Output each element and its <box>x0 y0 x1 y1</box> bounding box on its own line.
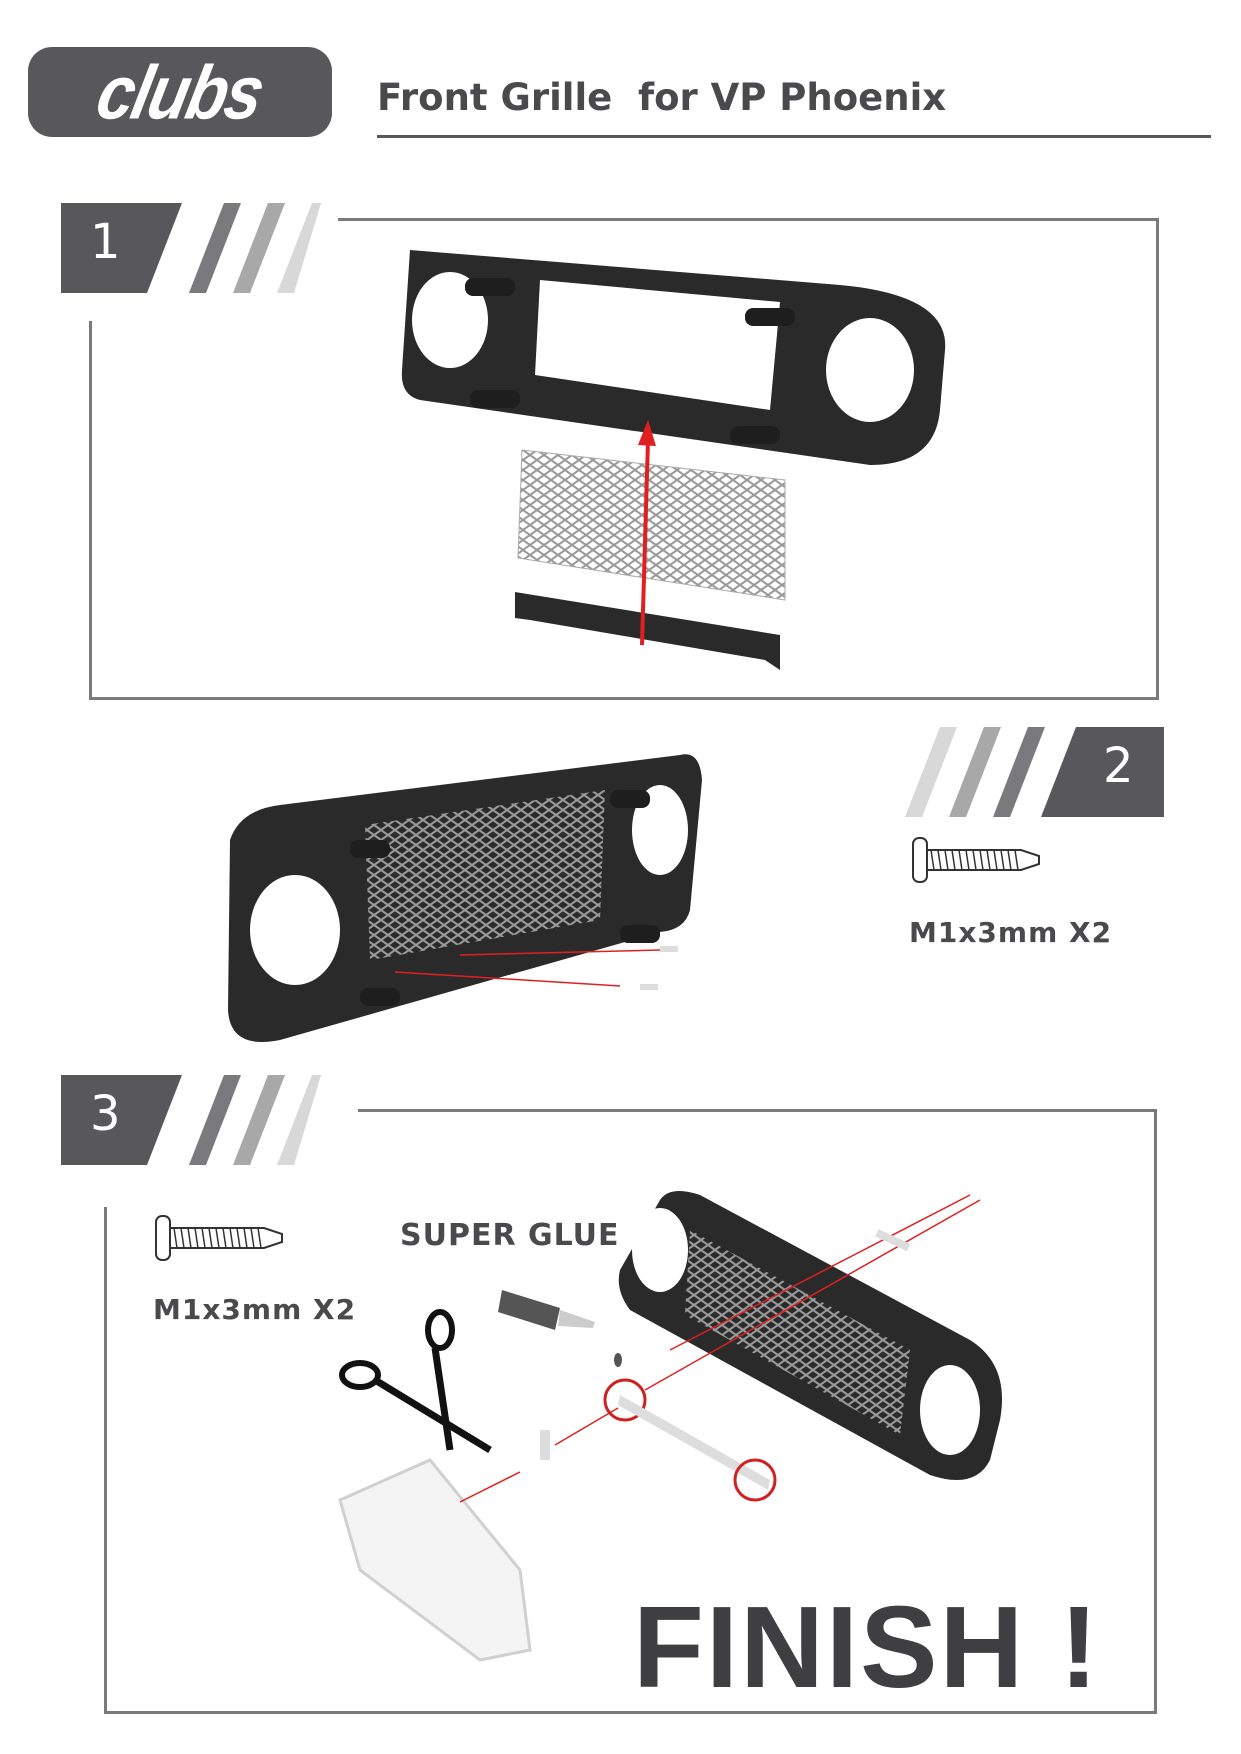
step-3-number: 3 <box>90 1086 121 1142</box>
step-1-badge <box>61 203 321 293</box>
brand-logo: clubs <box>28 47 332 137</box>
frame-line <box>104 1711 1157 1714</box>
screw-icon <box>912 837 1040 883</box>
step-3-badge <box>61 1075 321 1165</box>
step-1-exploded-illustration <box>401 250 946 670</box>
step-3-part-label: M1x3mm X2 <box>153 1293 357 1326</box>
frame-line <box>89 321 92 700</box>
step-2-part-label: M1x3mm X2 <box>909 916 1113 949</box>
scissors-icon <box>339 1309 492 1453</box>
finish-label: FINISH ! <box>633 1582 1101 1712</box>
super-glue-label: SUPER GLUE <box>400 1218 620 1253</box>
step-2-badge <box>905 727 1164 817</box>
frame-line <box>1154 1109 1157 1714</box>
step-3-assembly-illustration <box>338 1191 1002 1662</box>
step-2-assembly-illustration <box>228 754 702 1042</box>
frame-line <box>358 1109 1157 1112</box>
title-divider <box>377 135 1211 138</box>
page-title: Front Grille for VP Phoenix <box>377 76 947 119</box>
screw-icon <box>155 1215 283 1261</box>
frame-line <box>338 218 1159 221</box>
frame-line <box>104 1207 107 1714</box>
step-1-frame <box>89 219 1159 700</box>
step-2-number: 2 <box>1103 738 1134 794</box>
step-1-number: 1 <box>90 214 121 270</box>
glue-tube-icon <box>498 1290 622 1367</box>
